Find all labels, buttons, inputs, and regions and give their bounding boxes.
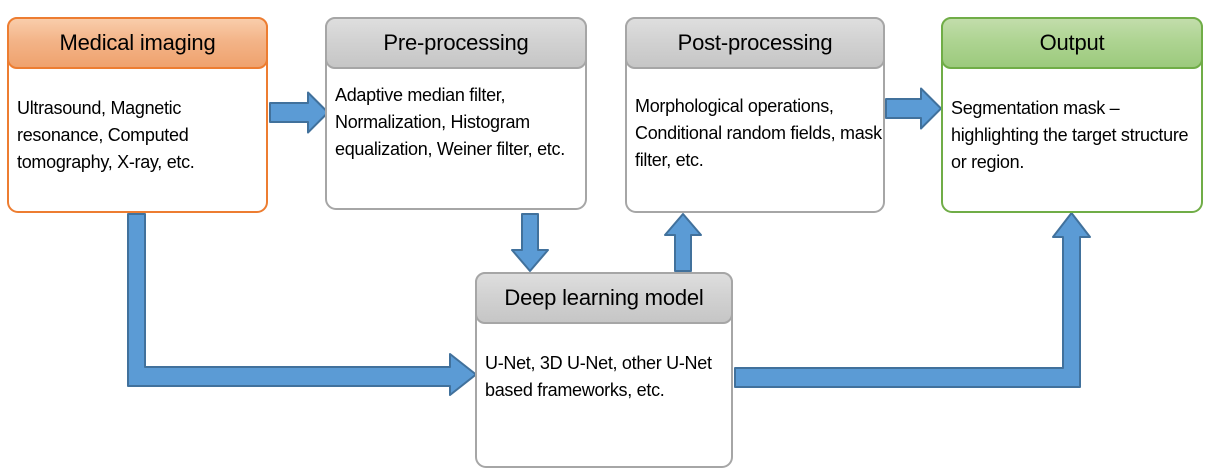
arrow-medical-to-deeplearning-elbow-icon <box>127 213 477 396</box>
node-pre-processing-title: Pre-processing <box>383 30 529 55</box>
node-deep-learning-model-title: Deep learning model <box>504 285 704 310</box>
node-output-title: Output <box>1039 30 1105 55</box>
node-pre-processing-header: Pre-processing <box>325 17 587 69</box>
node-post-processing-body: Morphological operations, Conditional ra… <box>635 96 882 170</box>
node-pre-processing-body: Adaptive median filter, Normalization, H… <box>335 85 565 159</box>
node-deep-learning-model-body: U-Net, 3D U-Net, other U-Net based frame… <box>485 353 712 400</box>
node-deep-learning-model-header: Deep learning model <box>475 272 733 324</box>
node-post-processing-header: Post-processing <box>625 17 885 69</box>
arrow-deeplearning-to-post-icon <box>664 213 702 272</box>
node-post-processing: Post-processing Morphological operations… <box>625 17 885 213</box>
arrow-deeplearning-to-output-elbow-icon <box>734 212 1091 388</box>
arrow-medical-to-pre-icon <box>269 91 329 134</box>
node-post-processing-title: Post-processing <box>677 30 833 55</box>
node-output-body: Segmentation mask – highlighting the tar… <box>951 98 1189 172</box>
node-output-header: Output <box>941 17 1203 69</box>
node-medical-imaging-header: Medical imaging <box>7 17 268 69</box>
arrow-pre-to-deeplearning-icon <box>511 213 549 272</box>
node-deep-learning-model: Deep learning model U-Net, 3D U-Net, oth… <box>475 272 733 468</box>
node-medical-imaging-body: Ultrasound, Magnetic resonance, Computed… <box>17 98 195 172</box>
node-medical-imaging: Medical imaging Ultrasound, Magnetic res… <box>7 17 268 213</box>
node-medical-imaging-title: Medical imaging <box>59 30 216 55</box>
node-output: Output Segmentation mask – highlighting … <box>941 17 1203 213</box>
arrow-post-to-output-icon <box>885 87 942 130</box>
node-pre-processing: Pre-processing Adaptive median filter, N… <box>325 17 587 210</box>
